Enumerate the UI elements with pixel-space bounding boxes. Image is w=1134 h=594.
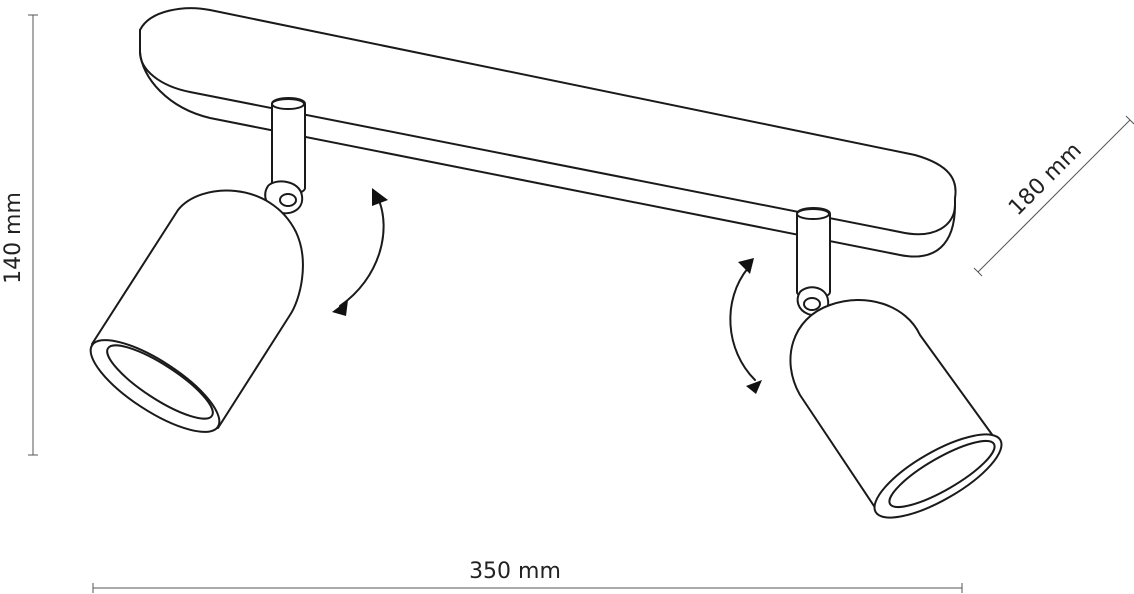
width-dimension: 350 mm [92, 559, 963, 593]
height-dimension: 140 mm [1, 14, 38, 456]
rotation-arrow-icon [729, 258, 762, 394]
depth-dimension: 180 mm [973, 115, 1134, 277]
width-label: 350 mm [469, 559, 561, 584]
base-plate [139, 7, 957, 258]
spot-right [789, 207, 1003, 519]
rotation-arrow-icon [332, 188, 388, 316]
height-label: 140 mm [1, 192, 26, 284]
depth-label: 180 mm [1004, 138, 1087, 221]
spot-left [89, 97, 306, 433]
